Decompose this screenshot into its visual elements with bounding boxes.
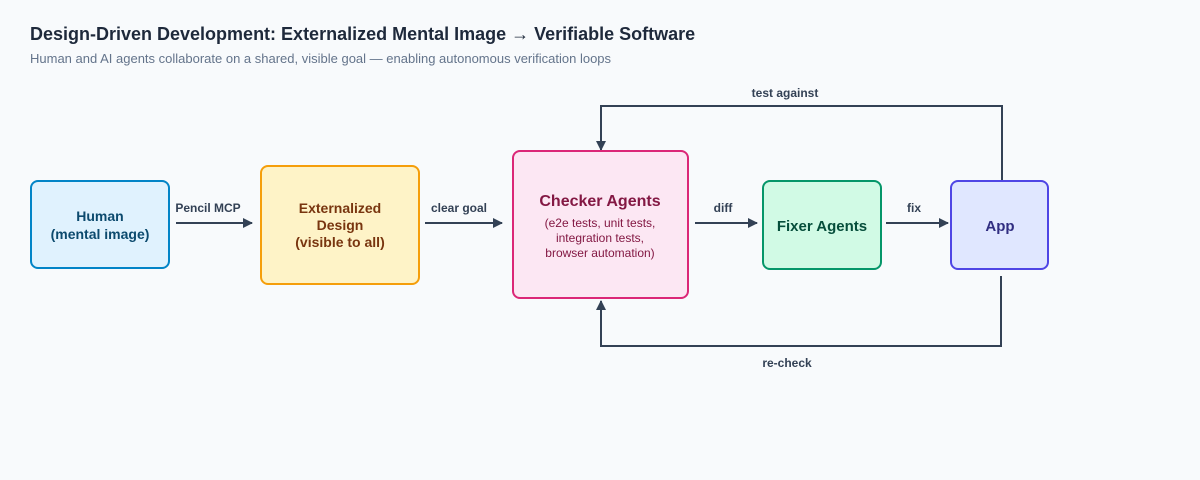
node-externalized-design: Externalized Design (visible to all) [260,165,420,285]
edge-label-re-check: re-check [762,356,812,370]
node-design-line-3: (visible to all) [295,234,384,250]
edge-label-clear-goal: clear goal [431,201,487,215]
page-title: Design-Driven Development: Externalized … [30,24,696,44]
node-human: Human (mental image) [30,180,170,269]
node-design-line-1: Externalized [299,200,381,216]
edge-app-to-checker-top [596,105,1003,180]
node-design-line-2: Design [317,217,364,233]
node-fixer-label: Fixer Agents [777,218,867,235]
node-human-line-1: Human [76,208,123,224]
node-checker-detail-1: (e2e tests, unit tests, [545,216,656,230]
edge-label-pencil-mcp: Pencil MCP [175,201,240,215]
node-fixer-agents: Fixer Agents [762,180,882,270]
node-app-label: App [985,218,1014,235]
node-checker-detail-2: integration tests, [556,231,644,245]
node-checker-detail-3: browser automation) [545,246,654,260]
node-checker-agents: Checker Agents (e2e tests, unit tests, i… [512,150,689,299]
edge-label-test-against: test against [752,86,819,100]
page-subtitle: Human and AI agents collaborate on a sha… [30,51,612,66]
edge-label-diff: diff [714,201,734,215]
node-app: App [950,180,1049,270]
node-human-line-2: (mental image) [51,226,150,242]
edge-label-fix: fix [907,201,921,215]
node-checker-title: Checker Agents [539,193,660,210]
edge-app-to-checker-bottom [596,276,1002,347]
